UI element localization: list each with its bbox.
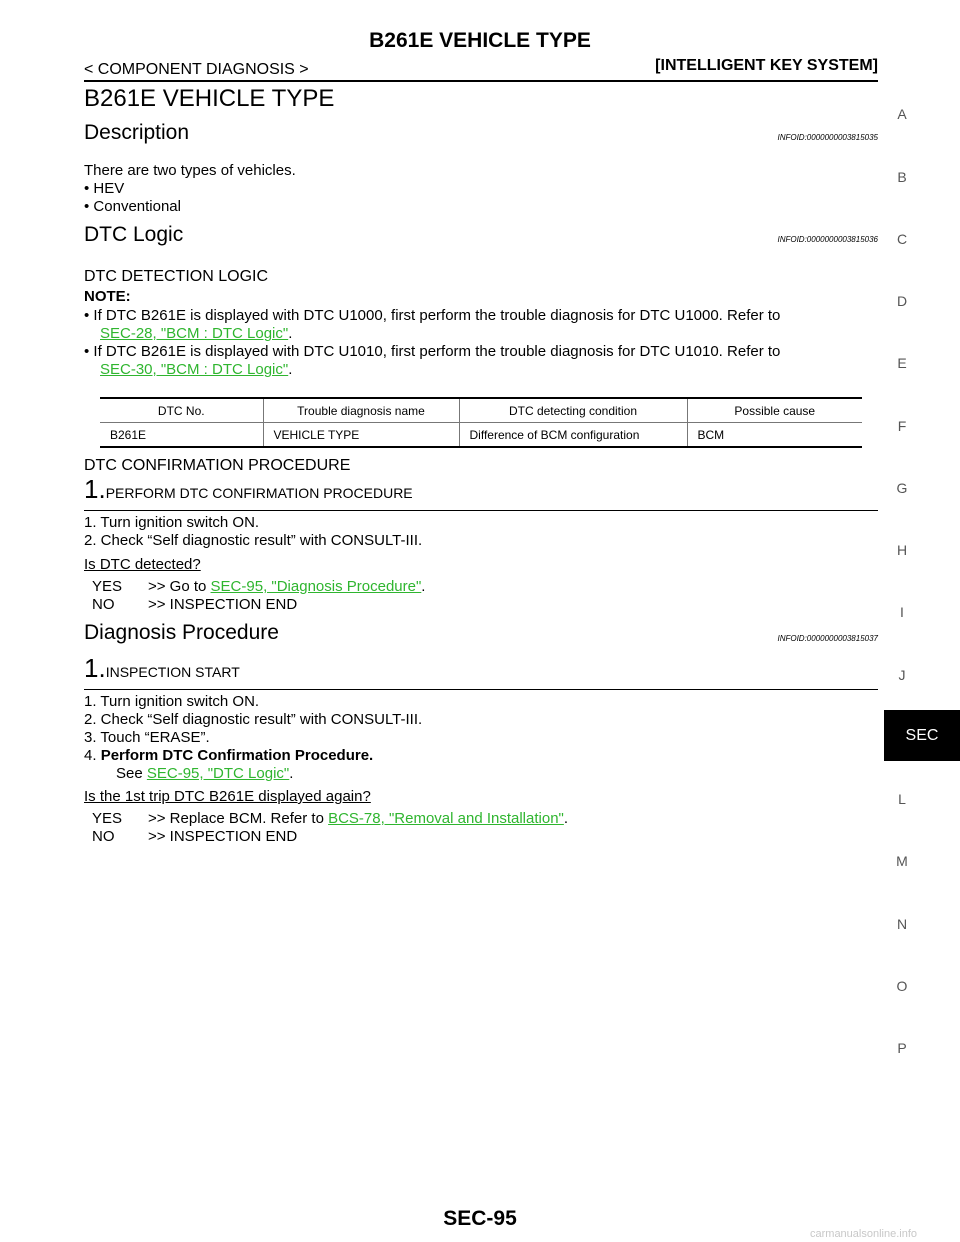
note-text: If DTC B261E is displayed with DTC U1010… <box>93 343 781 360</box>
confirmation-heading: DTC CONFIRMATION PROCEDURE <box>84 457 351 474</box>
index-letter-e[interactable]: E <box>897 355 907 371</box>
note-item: • If DTC B261E is displayed with DTC U10… <box>84 307 781 342</box>
note-text: If DTC B261E is displayed with DTC U1000… <box>93 307 781 324</box>
dtc-logic-infoid: INFOID:0000000003815036 <box>777 235 878 244</box>
index-letter-o[interactable]: O <box>896 978 908 994</box>
yes-row: YES >> Replace BCM. Refer to BCS-78, "Rem… <box>92 810 569 827</box>
index-letter-d[interactable]: D <box>896 293 908 309</box>
list-item: 1. Turn ignition switch ON. <box>84 514 260 531</box>
table-header-cell: DTC detecting condition <box>458 397 687 423</box>
step-title: PERFORM DTC CONFIRMATION PROCEDURE <box>105 485 413 501</box>
detection-logic-heading: DTC DETECTION LOGIC <box>84 268 269 285</box>
note-label: NOTE: <box>84 288 131 305</box>
index-letter-h[interactable]: H <box>896 542 908 558</box>
index-letter-b[interactable]: B <box>897 169 907 185</box>
table-header-cell: DTC No. <box>100 397 263 423</box>
yes-label: YES <box>92 578 123 595</box>
table-row: B261E VEHICLE TYPE Difference of BCM con… <box>100 422 862 448</box>
no-label: NO <box>92 596 115 613</box>
question: Is the 1st trip DTC B261E displayed agai… <box>84 788 371 805</box>
dtc-logic-link[interactable]: SEC-95, "DTC Logic" <box>146 765 290 782</box>
yes-text: >> Go to <box>148 578 207 595</box>
section-breadcrumb: < COMPONENT DIAGNOSIS > <box>84 61 309 78</box>
index-letter-a[interactable]: A <box>897 106 907 122</box>
no-label: NO <box>92 828 115 845</box>
list-item: 2. Check “Self diagnostic result” with C… <box>84 532 423 549</box>
diagnosis-procedure-link[interactable]: SEC-95, "Diagnosis Procedure" <box>210 578 422 595</box>
table-header-cell: Possible cause <box>686 397 862 423</box>
index-letter-l[interactable]: L <box>898 791 906 807</box>
step-number: 1. <box>84 653 106 683</box>
index-letter-p[interactable]: P <box>897 1040 907 1056</box>
list-item: 3. Touch “ERASE”. <box>84 729 210 746</box>
removal-installation-link[interactable]: BCS-78, "Removal and Installation" <box>328 810 564 827</box>
no-row: NO >> INSPECTION END <box>92 828 297 845</box>
bullet-label: Conventional <box>93 198 181 215</box>
bullet-label: HEV <box>93 180 125 197</box>
no-row: NO >> INSPECTION END <box>92 596 297 613</box>
step-number: 1. <box>84 474 106 504</box>
description-heading: Description <box>84 121 190 144</box>
no-text: >> INSPECTION END <box>148 828 298 845</box>
watermark: carmanualsonline.info <box>810 1228 918 1240</box>
sec-28-link[interactable]: SEC-28, "BCM : DTC Logic" <box>100 325 289 342</box>
list-item: 2. Check “Self diagnostic result” with C… <box>84 711 423 728</box>
bullet-item: • HEV <box>84 180 125 197</box>
table-cell: BCM <box>686 422 862 448</box>
table-header-cell: Trouble diagnosis name <box>262 397 459 423</box>
index-letter-g[interactable]: G <box>896 480 908 496</box>
table-cell: Difference of BCM configuration <box>458 422 687 448</box>
sec-30-link[interactable]: SEC-30, "BCM : DTC Logic" <box>100 361 289 378</box>
item-text: Perform DTC Confirmation Procedure. <box>100 747 374 764</box>
dtc-logic-heading: DTC Logic <box>84 223 184 246</box>
diagnosis-heading: Diagnosis Procedure <box>84 621 279 644</box>
list-item: 1. Turn ignition switch ON. <box>84 693 260 710</box>
step-heading: 1.PERFORM DTC CONFIRMATION PROCEDURE <box>84 474 878 505</box>
no-text: >> INSPECTION END <box>148 596 298 613</box>
step-divider <box>84 689 878 690</box>
dtc-table: DTC No. Trouble diagnosis name DTC detec… <box>100 397 862 448</box>
item-number: 4. <box>84 747 97 764</box>
page-title: B261E VEHICLE TYPE <box>84 85 335 112</box>
index-letter-f[interactable]: F <box>897 418 907 434</box>
question: Is DTC detected? <box>84 556 201 573</box>
running-title: B261E VEHICLE TYPE <box>369 29 591 52</box>
note-item: • If DTC B261E is displayed with DTC U10… <box>84 343 781 378</box>
index-letter-i[interactable]: I <box>900 604 904 620</box>
step-heading: 1.INSPECTION START <box>84 653 878 684</box>
description-infoid: INFOID:0000000003815035 <box>777 133 878 142</box>
step-divider <box>84 510 878 511</box>
diagnosis-infoid: INFOID:0000000003815037 <box>777 634 878 643</box>
table-header-row: DTC No. Trouble diagnosis name DTC detec… <box>100 397 862 423</box>
list-item: 4. Perform DTC Confirmation Procedure. <box>84 747 373 765</box>
see-label: See <box>116 765 143 782</box>
index-letter-j[interactable]: J <box>898 667 906 683</box>
see-reference: See SEC-95, "DTC Logic". <box>116 765 294 782</box>
description-text: There are two types of vehicles. <box>84 162 296 179</box>
system-label: [INTELLIGENT KEY SYSTEM] <box>655 57 878 74</box>
table-cell: VEHICLE TYPE <box>262 422 459 448</box>
sec-section-tab[interactable]: SEC <box>884 710 960 761</box>
yes-label: YES <box>92 810 123 827</box>
header-divider <box>84 80 878 82</box>
yes-row: YES >> Go to SEC-95, "Diagnosis Procedure… <box>92 578 426 595</box>
page-number: SEC-95 <box>443 1207 517 1230</box>
index-letter-c[interactable]: C <box>896 231 908 247</box>
bullet-item: • Conventional <box>84 198 181 215</box>
yes-text: >> Replace BCM. Refer to <box>148 810 324 827</box>
index-letter-n[interactable]: N <box>896 916 908 932</box>
index-letter-m[interactable]: M <box>896 853 908 869</box>
table-cell: B261E <box>100 422 263 448</box>
step-title: INSPECTION START <box>105 664 240 680</box>
